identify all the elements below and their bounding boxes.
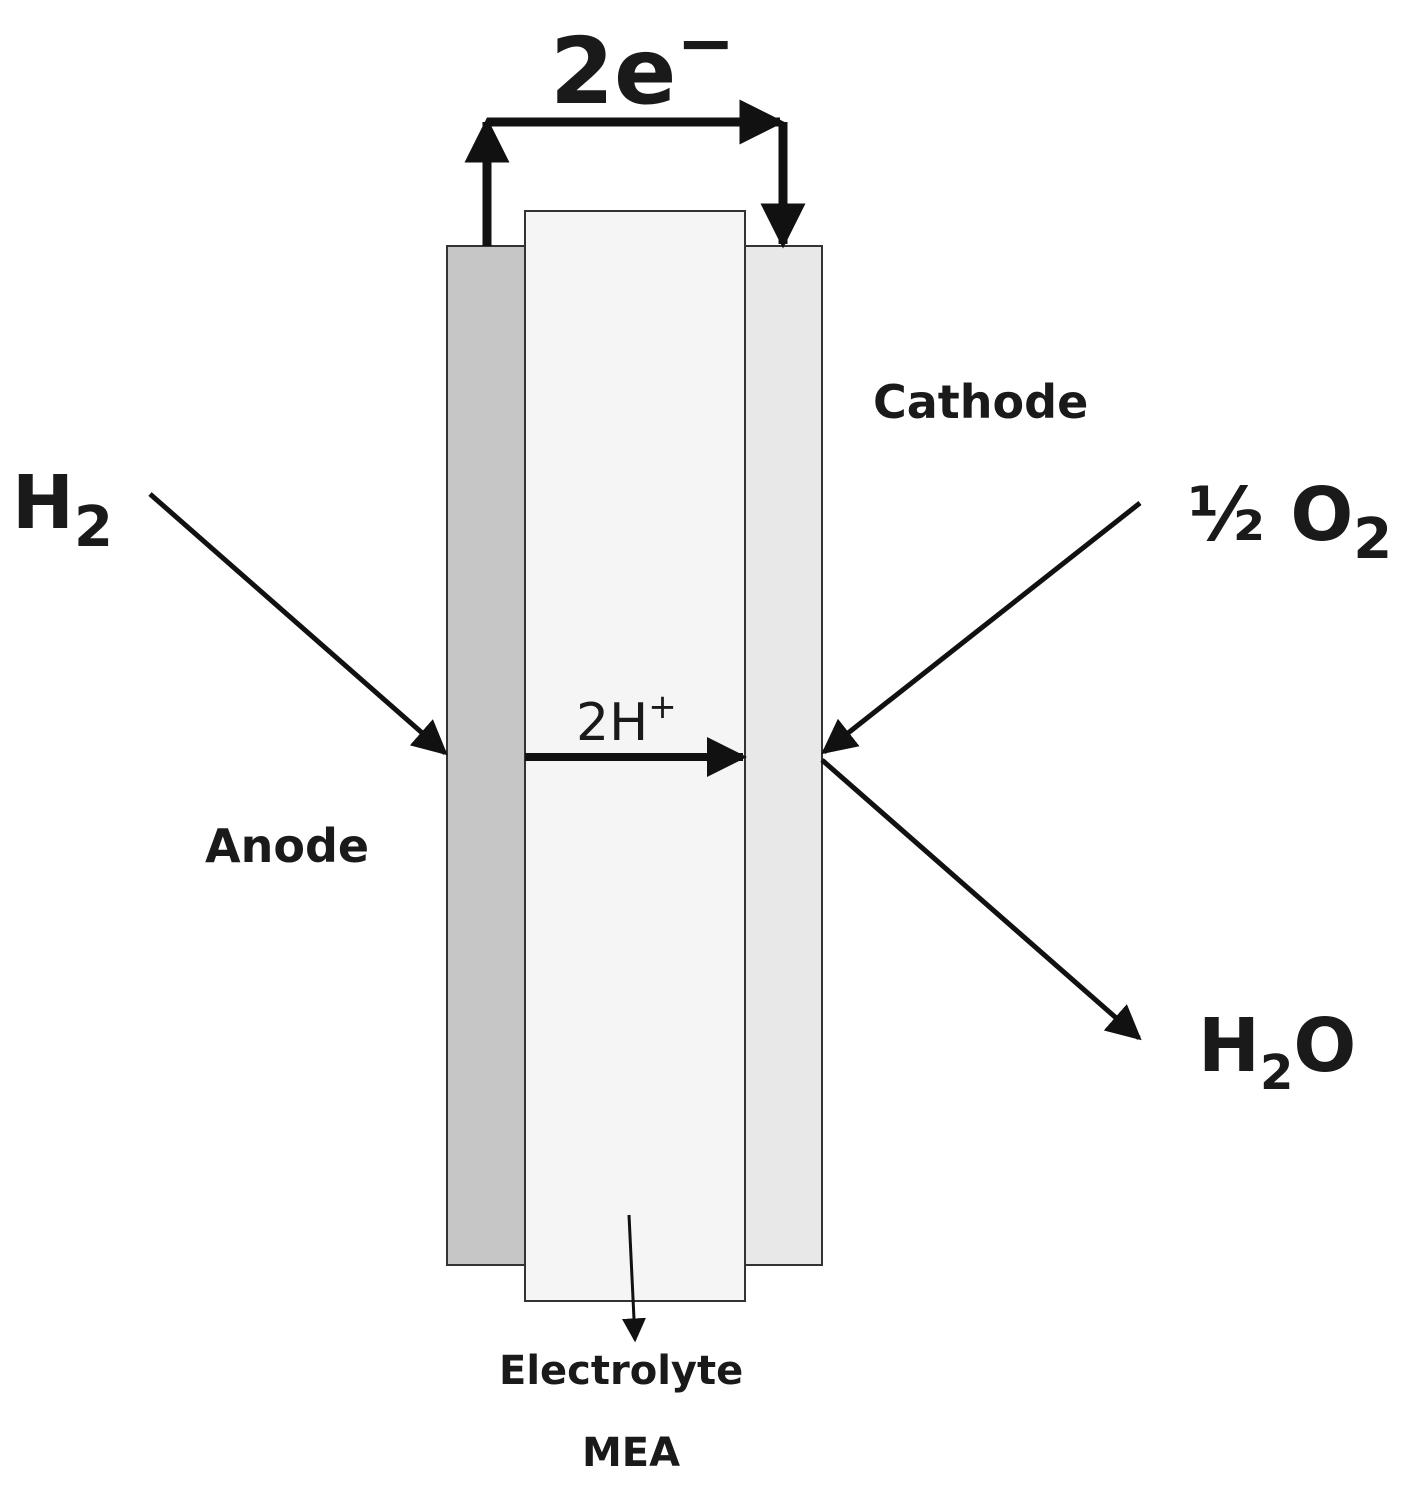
cathode-plate [744,245,823,1266]
mea-label: MEA [582,1430,680,1476]
hydrogen-inlet-arrow [148,492,448,756]
water-label: H2O [1198,1003,1356,1101]
water-outlet-arrow [820,758,1142,1041]
hydrogen-label: H2 [12,460,113,560]
anode-plate [446,245,526,1266]
electrolyte-label: Electrolyte [499,1348,743,1394]
cathode-label: Cathode [873,375,1088,429]
proton-label: 2H+ [576,687,677,753]
electrolyte-pointer-arrow [621,1214,646,1343]
oxygen-label: ½ O2 [1188,472,1392,572]
oxygen-inlet-arrow [821,501,1142,755]
anode-label: Anode [205,819,369,873]
electron-label: 2e− [550,2,735,125]
